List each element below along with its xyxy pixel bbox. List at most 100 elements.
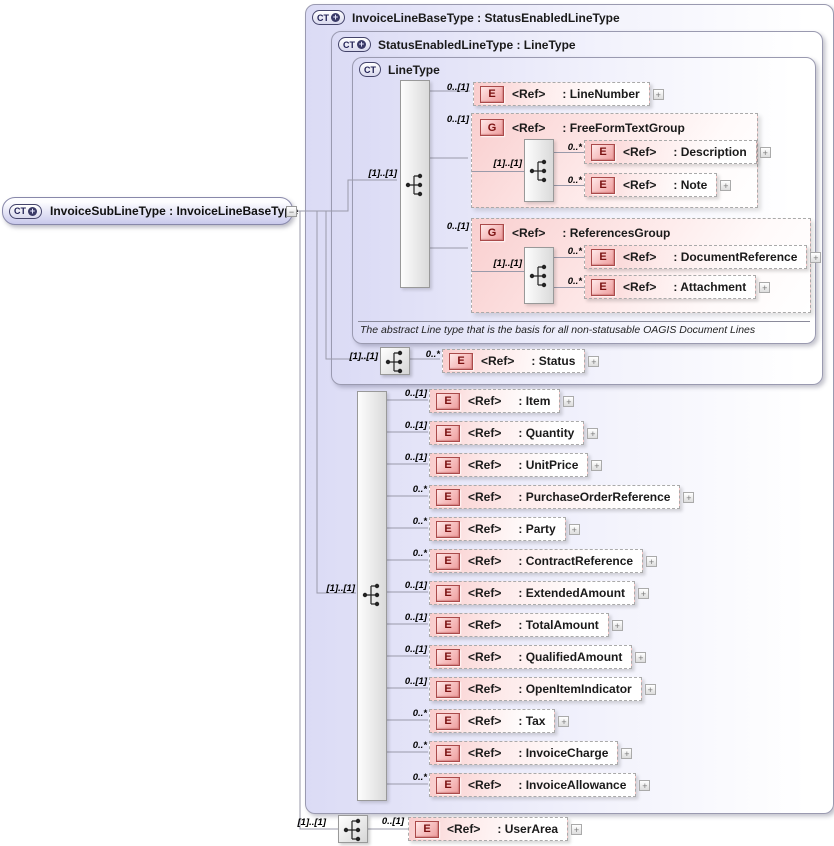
group-references-group[interactable]: G <Ref> : ReferencesGroup [1]..[1] bbox=[471, 218, 822, 313]
container-header-invoice-line-base-type[interactable]: CT + InvoiceLineBaseType : StatusEnabled… bbox=[312, 10, 620, 25]
complex-type-icon: CT + bbox=[338, 37, 371, 52]
cardinality-label: 0..* bbox=[567, 276, 582, 287]
element-purchase-order-reference[interactable]: E <Ref> : PurchaseOrderReference bbox=[429, 485, 681, 509]
expand-toggle[interactable]: + bbox=[563, 395, 575, 407]
sequence-compartment bbox=[380, 347, 410, 375]
element-total-amount[interactable]: E <Ref> : TotalAmount bbox=[429, 613, 609, 637]
element-row: E <Ref> : Note + bbox=[584, 173, 732, 197]
element-row: E <Ref> : UserArea + bbox=[408, 817, 583, 841]
connector-line bbox=[554, 185, 584, 186]
element-unit-price[interactable]: E <Ref> : UnitPrice bbox=[429, 453, 589, 477]
element-invoice-charge[interactable]: E <Ref> : InvoiceCharge bbox=[429, 741, 619, 765]
group-icon: G bbox=[480, 119, 504, 136]
expand-toggle[interactable]: + bbox=[759, 281, 771, 293]
element-icon: E bbox=[415, 820, 439, 838]
expand-toggle[interactable]: + bbox=[639, 779, 651, 791]
element-icon: E bbox=[436, 648, 460, 666]
complex-type-icon: CT bbox=[359, 62, 381, 77]
element-extended-amount[interactable]: E <Ref> : ExtendedAmount bbox=[429, 581, 636, 605]
complex-type-icon: CT + bbox=[312, 10, 345, 25]
element-icon: E bbox=[591, 278, 615, 296]
expand-toggle[interactable]: + bbox=[720, 179, 732, 191]
expand-toggle[interactable]: + bbox=[638, 587, 650, 599]
group-free-form-text-group[interactable]: G <Ref> : FreeFormTextGroup [1]..[1] bbox=[471, 113, 771, 208]
annotation-divider bbox=[358, 321, 810, 322]
expand-toggle[interactable]: + bbox=[635, 651, 647, 663]
sequence-compartment bbox=[357, 391, 387, 801]
element-icon: E bbox=[480, 85, 504, 103]
container-line-type: CT LineType [1]..[1] 0..[1] bbox=[352, 57, 822, 344]
element-row: E <Ref> : UnitPrice + bbox=[429, 453, 603, 477]
element-item[interactable]: E <Ref> : Item bbox=[429, 389, 561, 413]
cardinality-label: [1]..[1] bbox=[368, 168, 398, 179]
sequence-icon bbox=[362, 583, 380, 607]
container-header-line-type[interactable]: CT LineType bbox=[359, 62, 440, 77]
element-icon: E bbox=[591, 176, 615, 194]
root-type-label: InvoiceSubLineType : InvoiceLineBaseType bbox=[50, 204, 299, 218]
element-row: E <Ref> : ExtendedAmount + bbox=[429, 581, 650, 605]
cardinality-label: 0..[1] bbox=[404, 388, 427, 399]
expand-toggle[interactable]: + bbox=[568, 523, 580, 535]
expand-toggle[interactable]: + bbox=[591, 459, 603, 471]
element-icon: E bbox=[436, 488, 460, 506]
element-icon: E bbox=[591, 143, 615, 161]
element-icon: E bbox=[436, 712, 460, 730]
collapse-toggle[interactable]: − bbox=[286, 206, 297, 217]
container-header-status-enabled-line-type[interactable]: CT + StatusEnabledLineType : LineType bbox=[338, 37, 576, 52]
annotation-text: The abstract Line type that is the basis… bbox=[360, 324, 756, 336]
element-qualified-amount[interactable]: E <Ref> : QualifiedAmount bbox=[429, 645, 633, 669]
expand-toggle[interactable]: + bbox=[611, 619, 623, 631]
expand-toggle[interactable]: + bbox=[644, 683, 656, 695]
element-quantity[interactable]: E <Ref> : Quantity bbox=[429, 421, 585, 445]
expand-toggle[interactable]: + bbox=[759, 146, 771, 158]
expand-toggle[interactable]: + bbox=[646, 555, 658, 567]
expand-toggle[interactable]: + bbox=[652, 88, 664, 100]
element-row: E <Ref> : Quantity + bbox=[429, 421, 599, 445]
element-row: E <Ref> : InvoiceCharge + bbox=[429, 741, 633, 765]
element-attachment[interactable]: E <Ref> : Attachment bbox=[584, 275, 757, 299]
element-tax[interactable]: E <Ref> : Tax bbox=[429, 709, 556, 733]
container-status-enabled-line-type: CT + StatusEnabledLineType : LineType CT… bbox=[331, 31, 823, 385]
cardinality-label: 0..* bbox=[412, 516, 427, 527]
sequence-compartment bbox=[338, 815, 368, 843]
element-user-area[interactable]: E <Ref> : UserArea bbox=[408, 817, 569, 841]
cardinality-label: 0..[1] bbox=[446, 221, 469, 232]
element-line-number[interactable]: E <Ref> : LineNumber bbox=[473, 82, 650, 106]
element-icon: E bbox=[436, 744, 460, 762]
plus-circle-icon: + bbox=[357, 39, 366, 49]
element-row: E <Ref> : LineNumber + bbox=[473, 82, 664, 106]
element-note[interactable]: E <Ref> : Note bbox=[584, 173, 718, 197]
element-invoice-allowance[interactable]: E <Ref> : InvoiceAllowance bbox=[429, 773, 637, 797]
cardinality-label: 0..* bbox=[425, 349, 440, 360]
cardinality-label: 0..* bbox=[567, 175, 582, 186]
cardinality-label: 0..[1] bbox=[446, 82, 469, 93]
plus-circle-icon: + bbox=[331, 12, 340, 22]
sequence-compartment bbox=[400, 80, 430, 288]
cardinality-label: [1]..[1] bbox=[493, 258, 523, 269]
expand-toggle[interactable]: + bbox=[558, 715, 570, 727]
element-open-item-indicator[interactable]: E <Ref> : OpenItemIndicator bbox=[429, 677, 642, 701]
expand-toggle[interactable]: + bbox=[571, 823, 583, 835]
expand-toggle[interactable]: + bbox=[683, 491, 695, 503]
cardinality-label: 0..* bbox=[412, 772, 427, 783]
connector-line bbox=[472, 271, 524, 272]
cardinality-label: [1]..[1] bbox=[349, 351, 379, 362]
expand-toggle[interactable]: + bbox=[810, 251, 822, 263]
plus-circle-icon: + bbox=[28, 205, 37, 216]
expand-toggle[interactable]: + bbox=[587, 427, 599, 439]
root-type-box[interactable]: CT + InvoiceSubLineType : InvoiceLineBas… bbox=[2, 197, 298, 225]
element-icon: E bbox=[436, 776, 460, 794]
expand-toggle[interactable]: + bbox=[588, 355, 600, 367]
element-party[interactable]: E <Ref> : Party bbox=[429, 517, 566, 541]
sequence-icon bbox=[405, 173, 423, 197]
element-row: E <Ref> : ContractReference + bbox=[429, 549, 658, 573]
group-header: G <Ref> : FreeFormTextGroup bbox=[480, 119, 685, 136]
element-document-reference[interactable]: E <Ref> : DocumentReference bbox=[584, 245, 808, 269]
element-description[interactable]: E <Ref> : Description bbox=[584, 140, 757, 164]
element-status[interactable]: E <Ref> : Status bbox=[442, 349, 586, 373]
connector-line bbox=[554, 152, 584, 153]
element-contract-reference[interactable]: E <Ref> : ContractReference bbox=[429, 549, 644, 573]
sequence-icon bbox=[529, 159, 547, 183]
expand-toggle[interactable]: + bbox=[621, 747, 633, 759]
element-row: E <Ref> : DocumentReference + bbox=[584, 245, 822, 269]
